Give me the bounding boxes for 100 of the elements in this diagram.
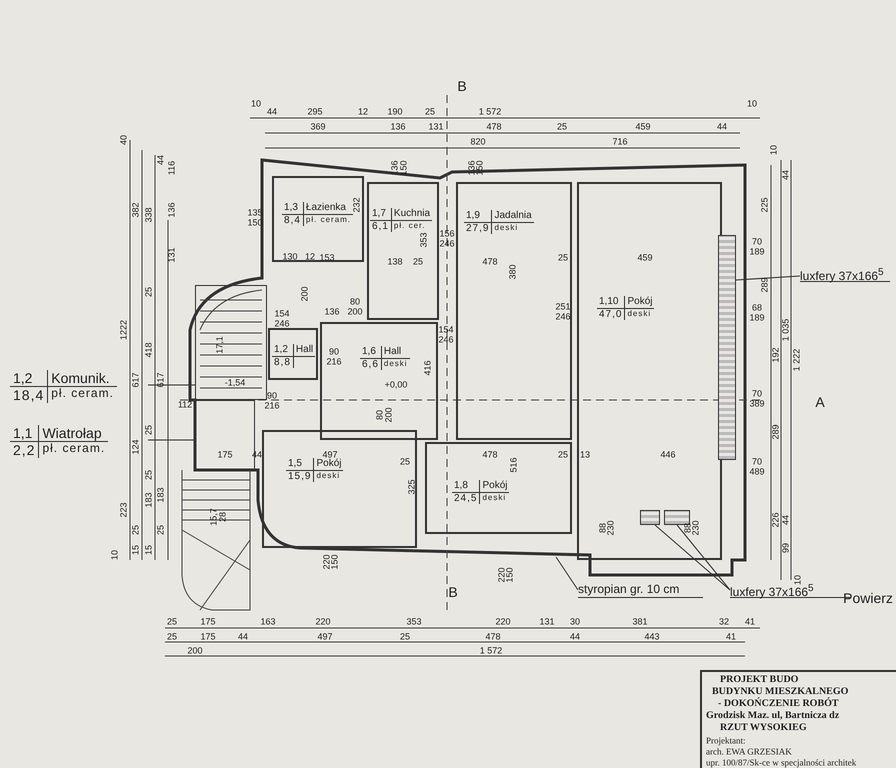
dimension-text: +0,00 (384, 380, 408, 390)
room (320, 322, 438, 440)
dimension-text: 44 (717, 122, 727, 132)
leader-line (736, 276, 800, 280)
dimension-text: 381 (632, 618, 648, 626)
room-name: Pokój (480, 480, 510, 492)
dimension-text: 380 (508, 264, 518, 280)
dimension-text: 156 (439, 230, 455, 238)
dimension-text: 251 (555, 302, 571, 312)
dimension-text: 25 (558, 450, 568, 460)
dimension-text: 220 (498, 567, 506, 583)
room (367, 182, 439, 320)
dimension-text: 112 (178, 400, 192, 410)
dimension-text: 1 572 (478, 108, 502, 116)
dimension-text: 25 (557, 122, 567, 132)
dimension-text: 489 (749, 468, 765, 476)
dimension-text: 418 (144, 342, 154, 358)
dimension-text: 459 (635, 122, 651, 132)
dimension-text: 617 (132, 372, 140, 388)
floor-finish: pł. ceram. (41, 442, 106, 458)
dimension-text: 25 (156, 525, 166, 535)
dimension-text: 68 (752, 304, 762, 312)
room-area: 6,6 (360, 358, 382, 370)
dimension-text: 10 (794, 575, 802, 585)
dimension-text: 369 (310, 122, 326, 132)
room-number: 1,5 (286, 458, 314, 470)
dimension-text: 230 (692, 520, 700, 536)
dimension-text: 246 (438, 336, 454, 344)
dimension-text: 44 (238, 632, 248, 642)
dimension-text: 12 (305, 252, 315, 262)
dimension-text: 478 (482, 258, 498, 266)
dimension-text: 820 (470, 138, 486, 146)
dimension-text: 90 (329, 348, 339, 356)
dimension-text: 25 (558, 254, 568, 262)
dimension-text: 446 (660, 450, 676, 460)
dimension-text: 516 (510, 457, 518, 473)
dimension-text: 478 (482, 450, 498, 460)
dimension-text: 130 (282, 252, 298, 262)
leader-note: styropian gr. 10 cm (578, 582, 703, 598)
dimension-text: 230 (606, 520, 616, 536)
floor-finish: deski (493, 222, 520, 234)
room-number: 1,10 (597, 296, 626, 308)
dimension-text: 232 (352, 197, 362, 213)
room-name: Łazienka (304, 202, 354, 214)
room-name: Hall (294, 344, 316, 356)
dimension-text: 25 (425, 108, 435, 116)
room-area: 18,4 (10, 387, 48, 404)
dimension-text: 124 (132, 439, 140, 455)
leader-note: luxfery 37x166$^{5}$ (800, 266, 890, 282)
dimension-text: 131 (428, 122, 444, 132)
dimension-text: 223 (120, 502, 128, 518)
room-number: 1,9 (464, 210, 492, 222)
dimension-text: 1 035 (782, 318, 790, 342)
room-number: 1,2 (10, 370, 48, 388)
dimension-text: 175 (200, 632, 216, 642)
dimension-text: 131 (539, 618, 555, 626)
floor-finish: pł. cer. (392, 220, 426, 232)
dimension-text: 338 (144, 207, 154, 223)
dimension-text: 70 (752, 238, 762, 246)
room (456, 182, 572, 440)
dimension-text: 41 (745, 618, 755, 626)
dimension-text: 90 (267, 392, 277, 400)
room (425, 442, 572, 534)
dimension-text: 44 (782, 170, 790, 180)
dimension-text: 15,7 (210, 508, 218, 526)
dimension-text: 497 (322, 450, 338, 460)
dimension-text: 150 (506, 567, 514, 583)
room-area: 27,9 (464, 222, 492, 234)
dimension-text: 44 (156, 155, 166, 165)
dimension-text: 289 (760, 277, 770, 293)
dimension-text: 25 (167, 632, 177, 642)
title-text: Grodzisk Maz. ul, Bartnicza dz (706, 711, 840, 721)
dimension-text: 325 (408, 479, 416, 495)
title-text: - DOKOŃCZENIE ROBÓT (718, 699, 839, 709)
dimension-text: 116 (168, 160, 176, 176)
dimension-text: 28 (218, 512, 228, 522)
dimension-text: 163 (260, 618, 276, 626)
leader-line (676, 524, 730, 590)
dimension-text: 497 (317, 632, 333, 642)
dimension-text: 17,1 (216, 336, 224, 354)
floor-finish: deski (626, 308, 652, 320)
dimension-text: 70 (752, 390, 762, 398)
section-mark: A (815, 395, 825, 409)
dimension-text: 25 (144, 470, 154, 480)
dimension-text: 716 (612, 138, 628, 146)
dimension-text: 136 (390, 122, 406, 132)
dimension-text: 225 (760, 197, 770, 213)
dimension-text: 40 (120, 135, 128, 145)
dimension-text: 12 (358, 108, 368, 116)
dimension-text: 131 (168, 247, 176, 263)
dimension-text: 41 (726, 632, 736, 642)
dimension-text: -1,54 (224, 378, 246, 388)
floor-finish: deski (315, 470, 342, 482)
dimension-text: 382 (132, 202, 140, 218)
dimension-text: 150 (330, 554, 340, 570)
dimension-text: 190 (387, 108, 403, 116)
room (268, 328, 318, 380)
dimension-text: 1222 (120, 320, 128, 340)
dimension-text: 295 (307, 108, 323, 116)
glass-block (640, 510, 660, 525)
